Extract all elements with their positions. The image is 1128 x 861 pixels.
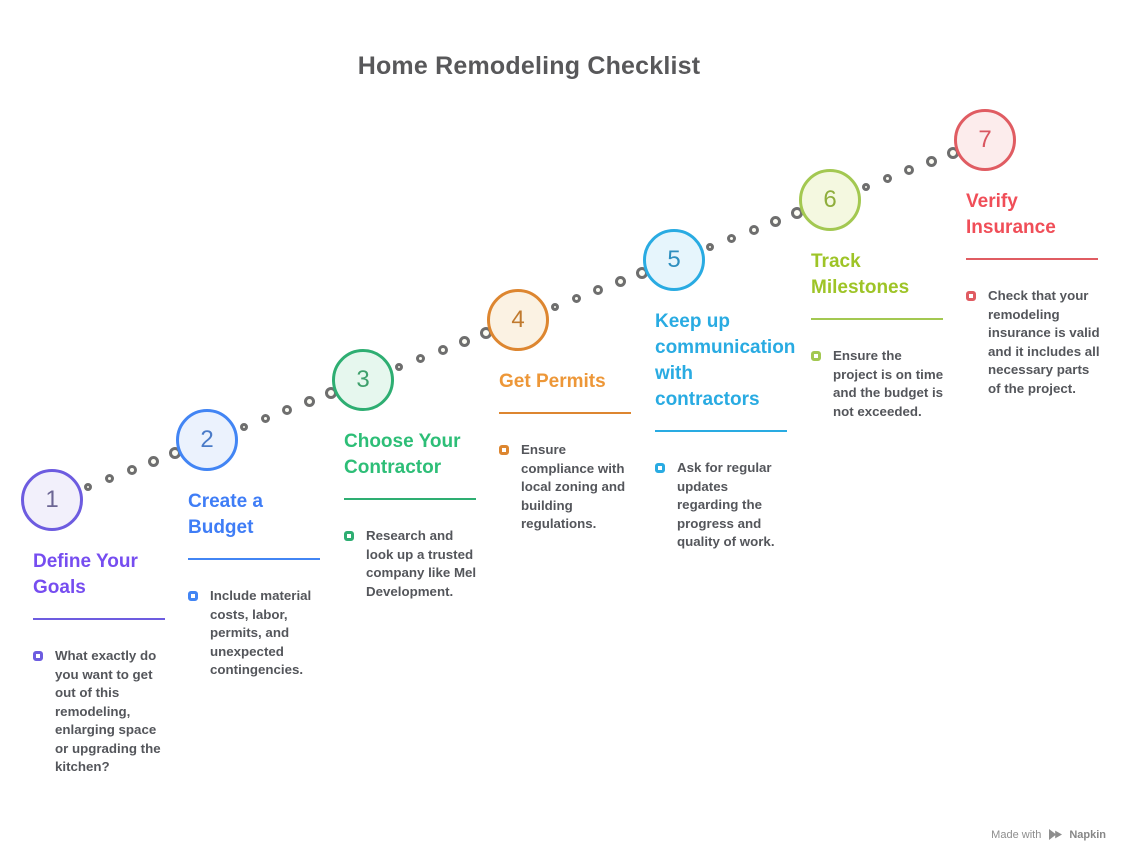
trail-dot	[416, 353, 426, 363]
step-title: Keep up communication with contractors	[655, 311, 796, 410]
step-divider	[655, 430, 787, 432]
bullet-text: What exactly do you want to get out of t…	[55, 648, 161, 774]
napkin-logo-icon	[1049, 829, 1063, 840]
trail-dot	[239, 422, 248, 431]
bullet-text: Ensure compliance with local zoning and …	[521, 442, 626, 531]
step-bullet: Ensure the project is on time and the bu…	[811, 347, 971, 421]
step-bullet: Ensure compliance with local zoning and …	[499, 441, 659, 534]
step-divider	[33, 618, 165, 620]
trail-dot	[882, 173, 892, 183]
step-number-circle: 2	[176, 409, 238, 471]
step-6-track-milestones: 6 Track Milestones Ensure the project is…	[799, 169, 971, 421]
trail-dot	[706, 242, 715, 251]
step-divider	[344, 498, 476, 500]
trail-dot	[395, 362, 404, 371]
step-number-circle: 5	[643, 229, 705, 291]
made-with-napkin-badge[interactable]: Made with Napkin	[991, 828, 1106, 841]
step-divider	[966, 258, 1098, 260]
step-divider	[811, 318, 943, 320]
trail-dot	[571, 293, 581, 303]
step-number: 6	[823, 186, 837, 213]
step-title: Choose Your Contractor	[344, 431, 461, 478]
step-title: Create a Budget	[188, 491, 263, 538]
step-2-create-a-budget: 2 Create a Budget Include material costs…	[176, 409, 348, 680]
bullet-text: Ensure the project is on time and the bu…	[833, 348, 944, 419]
step-bullet: Ask for regular updates regarding the pr…	[655, 459, 815, 552]
step-bullet: Check that your remodeling insurance is …	[966, 287, 1126, 398]
napkin-brand-label: Napkin	[1069, 828, 1106, 841]
bullet-text: Include material costs, labor, permits, …	[210, 588, 312, 677]
trail-dot	[459, 336, 471, 348]
bullet-marker-icon	[344, 531, 354, 541]
made-with-label: Made with	[991, 828, 1042, 841]
step-1-define-your-goals: 1 Define Your Goals What exactly do you …	[21, 469, 193, 777]
trail-dot	[550, 302, 559, 311]
step-number-circle: 6	[799, 169, 861, 231]
step-number-circle: 1	[21, 469, 83, 531]
step-number-circle: 7	[954, 109, 1016, 171]
trail-dot	[105, 473, 115, 483]
trail-dot	[148, 456, 160, 468]
step-bullet: Research and look up a trusted company l…	[344, 527, 504, 601]
step-bullet: What exactly do you want to get out of t…	[33, 647, 193, 777]
bullet-text: Check that your remodeling insurance is …	[988, 288, 1100, 396]
trail-dot	[260, 413, 270, 423]
trail-dot	[437, 345, 448, 355]
trail-dot	[84, 482, 93, 491]
step-title: Track Milestones	[811, 251, 910, 298]
trail-dot	[282, 405, 293, 415]
trail-dot	[727, 233, 737, 243]
bullet-marker-icon	[966, 291, 976, 301]
step-number: 1	[45, 486, 59, 513]
step-number: 7	[978, 126, 992, 153]
step-4-get-permits: 4 Get Permits Ensure compliance with loc…	[487, 289, 659, 534]
step-number-circle: 4	[487, 289, 549, 351]
bullet-marker-icon	[33, 651, 43, 661]
step-title: Get Permits	[499, 371, 606, 392]
page-title: Home Remodeling Checklist	[357, 52, 701, 80]
step-title: Verify Insurance	[966, 191, 1056, 238]
step-number: 2	[200, 426, 214, 453]
step-5-keep-up-communication: 5 Keep up communication with contractors…	[643, 229, 815, 552]
trail-dot	[861, 182, 870, 191]
step-bullet: Include material costs, labor, permits, …	[188, 587, 348, 680]
trail-dot	[593, 285, 604, 295]
step-number: 5	[667, 246, 681, 273]
bullet-text: Research and look up a trusted company l…	[366, 528, 477, 599]
step-3-choose-your-contractor: 3 Choose Your Contractor Research and lo…	[332, 349, 504, 601]
step-number: 4	[511, 306, 525, 333]
trail-dot	[126, 465, 137, 475]
trail-dot	[614, 276, 626, 288]
bullet-text: Ask for regular updates regarding the pr…	[677, 460, 775, 549]
step-title: Define Your Goals	[33, 551, 138, 598]
step-number-circle: 3	[332, 349, 394, 411]
step-divider	[499, 412, 631, 414]
trail-dot	[748, 225, 759, 235]
step-divider	[188, 558, 320, 560]
trail-dot	[770, 216, 782, 228]
trail-dot	[303, 396, 315, 408]
bullet-marker-icon	[811, 351, 821, 361]
bullet-marker-icon	[499, 445, 509, 455]
trail-dot	[925, 156, 937, 168]
step-7-verify-insurance: 7 Verify Insurance Check that your remod…	[954, 109, 1126, 398]
bullet-marker-icon	[188, 591, 198, 601]
trail-dot	[904, 165, 915, 175]
bullet-marker-icon	[655, 463, 665, 473]
step-number: 3	[356, 366, 370, 393]
